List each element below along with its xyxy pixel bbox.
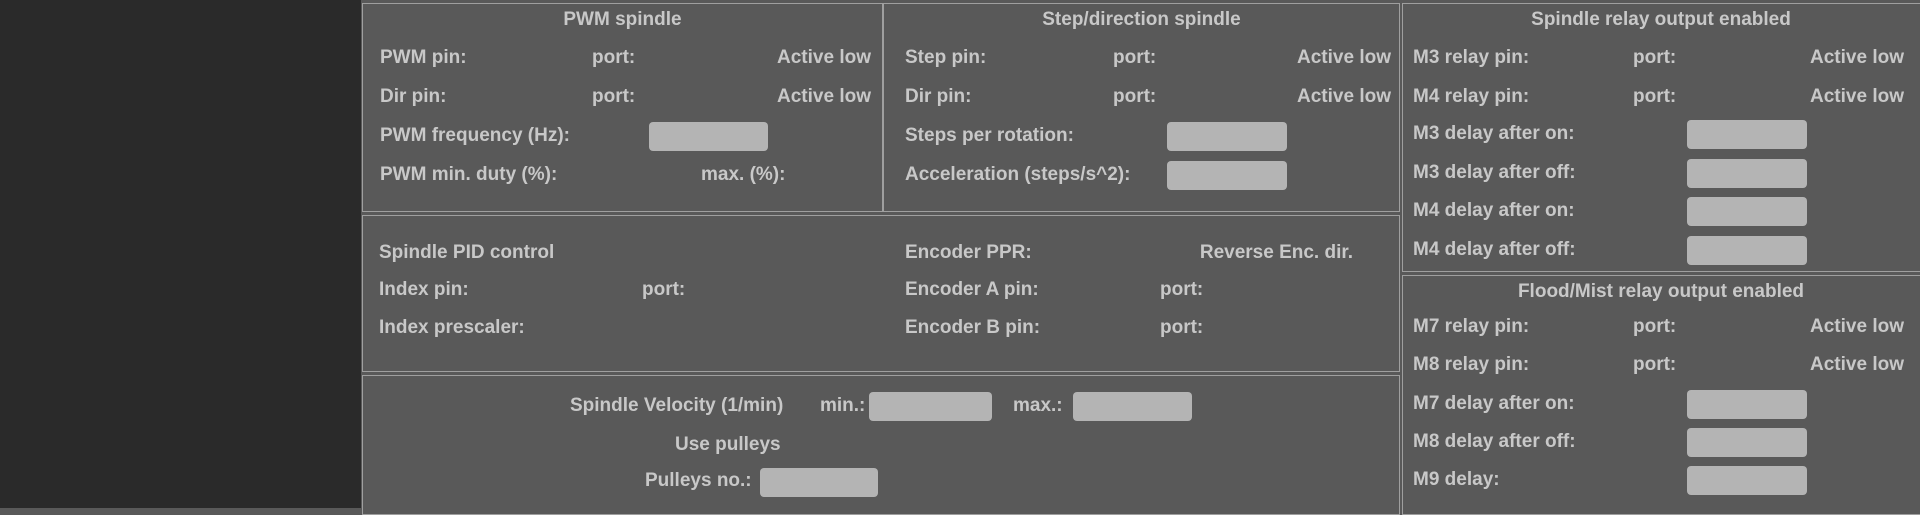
step-pin-active-low-checkbox[interactable]: Active low <box>1297 47 1391 68</box>
m8-delay-off-input[interactable] <box>1687 428 1807 457</box>
reverse-encoder-checkbox[interactable]: Reverse Enc. dir. <box>1199 242 1353 263</box>
m9-delay-label: M9 delay: <box>1413 469 1500 490</box>
acceleration-input[interactable] <box>1167 161 1287 190</box>
m8-relay-port-label: port: <box>1633 354 1677 375</box>
index-pin-port-label: port: <box>642 279 686 300</box>
m4-delay-off-label: M4 delay after off: <box>1413 239 1576 260</box>
pwm-pin-label: PWM pin: <box>380 47 467 68</box>
velocity-min-label: min.: <box>820 395 866 416</box>
pwm-spindle-title: PWM spindle <box>563 9 682 30</box>
m7-relay-port-label: port: <box>1633 316 1677 337</box>
m4-delay-off-input[interactable] <box>1687 236 1807 265</box>
left-panel <box>0 0 361 508</box>
m7-delay-on-label: M7 delay after on: <box>1413 393 1575 414</box>
spindle-pid-title: Spindle PID control <box>379 242 555 263</box>
pwm-dir-pin-label: Dir pin: <box>380 86 447 107</box>
encoder-b-port-label: port: <box>1160 317 1204 338</box>
encoder-b-pin-label: Encoder B pin: <box>905 317 1041 338</box>
step-pin-port-label: port: <box>1113 47 1157 68</box>
velocity-max-input[interactable] <box>1073 392 1192 421</box>
m7-active-low-checkbox[interactable]: Active low <box>1810 316 1904 337</box>
encoder-a-pin-label: Encoder A pin: <box>905 279 1039 300</box>
m4-delay-on-label: M4 delay after on: <box>1413 200 1575 221</box>
spindle-relay-title-checkbox[interactable]: Spindle relay output enabled <box>1531 9 1791 30</box>
pwm-spindle-group <box>362 3 883 212</box>
acceleration-label: Acceleration (steps/s^2): <box>905 164 1131 185</box>
spindle-velocity-title: Spindle Velocity (1/min) <box>570 395 784 416</box>
m3-active-low-checkbox[interactable]: Active low <box>1810 47 1904 68</box>
m8-active-low-checkbox[interactable]: Active low <box>1810 354 1904 375</box>
step-pin-label: Step pin: <box>905 47 987 68</box>
pulleys-no-input[interactable] <box>760 468 878 497</box>
encoder-ppr-label: Encoder PPR: <box>905 242 1032 263</box>
step-dir-pin-label: Dir pin: <box>905 86 972 107</box>
encoder-a-port-label: port: <box>1160 279 1204 300</box>
velocity-max-label: max.: <box>1013 395 1063 416</box>
pwm-min-duty-label: PWM min. duty (%): <box>380 164 558 185</box>
m4-relay-pin-label: M4 relay pin: <box>1413 86 1530 107</box>
m8-delay-off-label: M8 delay after off: <box>1413 431 1576 452</box>
m3-delay-on-input[interactable] <box>1687 120 1807 149</box>
index-prescaler-label: Index prescaler: <box>379 317 525 338</box>
index-pin-label: Index pin: <box>379 279 469 300</box>
steps-per-rotation-label: Steps per rotation: <box>905 125 1074 146</box>
m8-relay-pin-label: M8 relay pin: <box>1413 354 1530 375</box>
m3-relay-port-label: port: <box>1633 47 1677 68</box>
step-spindle-group <box>883 3 1400 212</box>
m7-delay-on-input[interactable] <box>1687 390 1807 419</box>
m3-delay-off-input[interactable] <box>1687 159 1807 188</box>
spindle-pid-group <box>362 215 1400 372</box>
pwm-dir-port-label: port: <box>592 86 636 107</box>
velocity-min-input[interactable] <box>869 392 992 421</box>
pwm-pin-port-label: port: <box>592 47 636 68</box>
flood-mist-title-checkbox[interactable]: Flood/Mist relay output enabled <box>1517 281 1805 302</box>
use-pulleys-checkbox[interactable]: Use pulleys <box>675 434 781 455</box>
pulleys-no-label: Pulleys no.: <box>645 470 752 491</box>
m4-relay-port-label: port: <box>1633 86 1677 107</box>
m4-active-low-checkbox[interactable]: Active low <box>1810 86 1904 107</box>
pwm-max-duty-label: max. (%): <box>701 164 786 185</box>
step-dir-port-label: port: <box>1113 86 1157 107</box>
spindle-relay-group <box>1402 3 1920 272</box>
pwm-frequency-label: PWM frequency (Hz): <box>380 125 570 146</box>
pwm-dir-active-low-checkbox[interactable]: Active low <box>777 86 871 107</box>
pwm-frequency-input[interactable] <box>649 122 768 151</box>
m7-relay-pin-label: M7 relay pin: <box>1413 316 1530 337</box>
steps-per-rotation-input[interactable] <box>1167 122 1287 151</box>
m4-delay-on-input[interactable] <box>1687 197 1807 226</box>
m3-delay-off-label: M3 delay after off: <box>1413 162 1576 183</box>
m9-delay-input[interactable] <box>1687 466 1807 495</box>
pwm-pin-active-low-checkbox[interactable]: Active low <box>777 47 871 68</box>
m3-delay-on-label: M3 delay after on: <box>1413 123 1575 144</box>
m3-relay-pin-label: M3 relay pin: <box>1413 47 1530 68</box>
step-spindle-title: Step/direction spindle <box>1042 9 1241 30</box>
step-dir-active-low-checkbox[interactable]: Active low <box>1297 86 1391 107</box>
